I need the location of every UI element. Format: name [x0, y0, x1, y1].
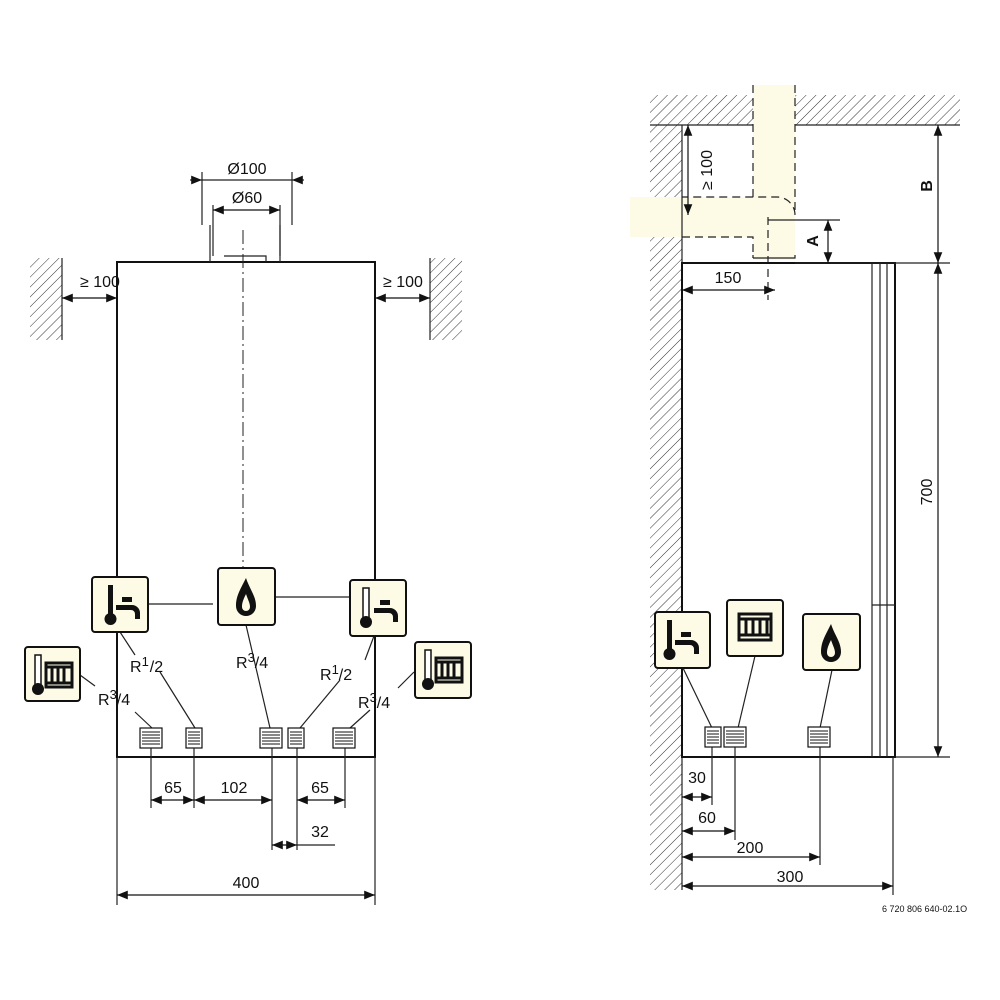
thread-label: R1/2 — [320, 662, 352, 684]
thread-label: R1/2 — [130, 654, 163, 676]
dim-65-right: 65 — [311, 780, 329, 797]
boiler-side-outline — [681, 262, 896, 758]
dim-150: 150 — [715, 270, 742, 287]
water-tap-icon — [654, 611, 711, 669]
dim-300: 300 — [777, 869, 804, 886]
dim-65-left: 65 — [164, 780, 182, 797]
connector-cold-water — [287, 727, 305, 749]
dim-clearance-left: ≥ 100 — [80, 274, 120, 291]
connector-hot-water — [185, 727, 203, 749]
dim-102: 102 — [221, 780, 248, 797]
connector-water-side — [704, 726, 722, 748]
reference-number: 6 720 806 640-02.1O — [882, 904, 967, 914]
connector-heating-side — [723, 726, 747, 748]
dim-clearance-top: ≥ 100 — [699, 150, 716, 190]
side-view: ≥ 100 A B 700 150 30 60 200 300 — [630, 85, 960, 895]
left-wall — [30, 258, 62, 340]
dim-a: A — [805, 235, 822, 247]
radiator-icon — [726, 599, 784, 657]
dim-height-700: 700 — [919, 479, 936, 506]
heating-return-icon — [414, 641, 472, 699]
dim-32: 32 — [311, 824, 329, 841]
dim-flue-outer: Ø100 — [227, 161, 266, 178]
thread-label: R3/4 — [98, 687, 130, 709]
connector-heating-flow — [139, 727, 163, 749]
boiler-outline — [116, 261, 376, 758]
cold-water-tap-icon — [349, 579, 407, 637]
rear-wall — [650, 125, 682, 890]
heating-flow-icon — [24, 646, 81, 702]
dim-200: 200 — [737, 840, 764, 857]
gas-flame-icon — [217, 567, 276, 626]
dim-flue-inner: Ø60 — [232, 190, 262, 207]
dim-b: B — [919, 180, 936, 192]
right-wall — [430, 258, 462, 340]
connector-gas-side — [807, 726, 831, 748]
front-view: Ø100 Ø60 ≥ 100 ≥ 100 R1/2 R3/4 R1/2 R3/4… — [24, 161, 472, 905]
dim-width-400: 400 — [233, 875, 260, 892]
connector-gas — [259, 727, 283, 749]
connector-heating-return — [332, 727, 356, 749]
dim-30: 30 — [688, 770, 706, 787]
dim-clearance-right: ≥ 100 — [383, 274, 423, 291]
hot-water-tap-icon — [91, 576, 149, 633]
thread-label: R3/4 — [358, 690, 390, 712]
gas-flame-icon-side — [802, 613, 861, 671]
dim-60: 60 — [698, 810, 716, 827]
ceiling — [650, 95, 960, 125]
thread-label: R3/4 — [236, 650, 268, 672]
